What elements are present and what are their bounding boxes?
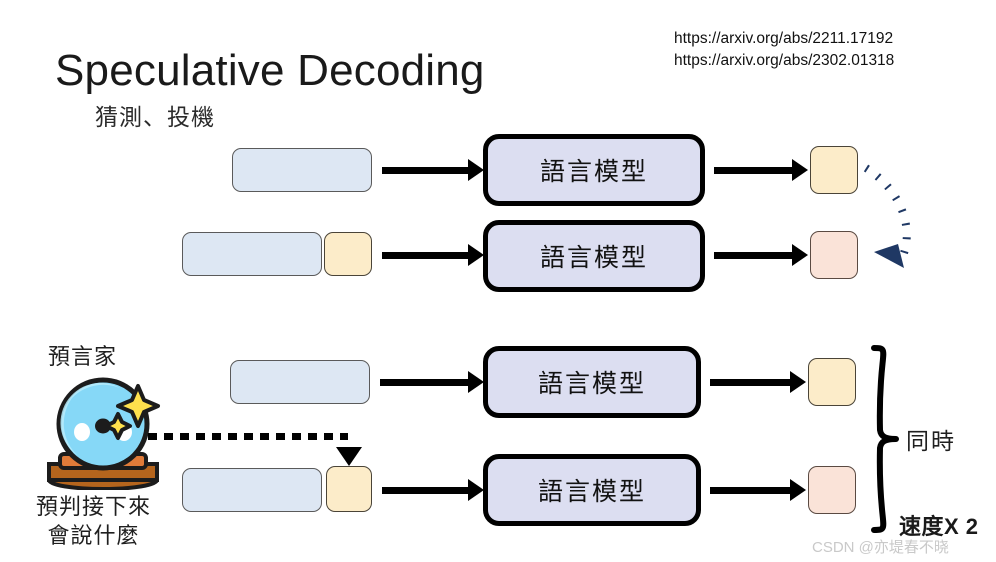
oracle-caption: 預判接下來 會說什麼 xyxy=(16,492,171,550)
language-model-label: 語言模型 xyxy=(537,478,646,506)
input-sequence-box-row2 xyxy=(182,232,322,276)
output-token-row3-yellow xyxy=(808,358,856,406)
input-token-row2-yellow xyxy=(324,232,372,276)
language-model-label: 語言模型 xyxy=(537,370,646,398)
input-sequence-box-row1 xyxy=(232,148,372,192)
reference-link-1[interactable]: https://arxiv.org/abs/2211.17192 xyxy=(674,30,894,47)
grouping-brace xyxy=(871,345,899,533)
input-token-row4-yellow xyxy=(326,466,372,512)
predictor-dotted-line xyxy=(148,433,348,440)
language-model-box-row3: 語言模型 xyxy=(483,346,701,418)
speedup-label: 速度X 2 xyxy=(899,514,979,539)
language-model-label: 語言模型 xyxy=(539,244,648,272)
reference-link-2[interactable]: https://arxiv.org/abs/2302.01318 xyxy=(674,52,895,70)
oracle-caption-line-1: 預判接下來 xyxy=(35,494,151,519)
feedback-dotted-arrow xyxy=(863,164,911,268)
input-sequence-box-row4 xyxy=(182,468,322,512)
language-model-box-row1: 語言模型 xyxy=(483,134,705,206)
oracle-caption-line-2: 會說什麼 xyxy=(47,523,140,549)
predictor-arrow-head xyxy=(336,447,362,466)
language-model-box-row4: 語言模型 xyxy=(483,454,701,526)
page-subtitle: 猜測、投機 xyxy=(95,104,215,130)
language-model-label: 語言模型 xyxy=(539,158,648,186)
page-title: Speculative Decoding xyxy=(55,46,485,95)
language-model-box-row2: 語言模型 xyxy=(483,220,705,292)
crystal-ball-icon xyxy=(47,377,160,490)
output-token-row2-pink xyxy=(810,231,858,279)
oracle-title: 預言家 xyxy=(48,344,118,369)
input-sequence-box-row3 xyxy=(230,360,370,404)
reference-links: https://arxiv.org/abs/2211.17192 https:/… xyxy=(674,28,894,73)
output-token-row1-yellow xyxy=(810,146,858,194)
output-token-row4-pink xyxy=(808,466,856,514)
same-time-label: 同時 xyxy=(906,428,956,454)
csdn-watermark: CSDN @亦堤春不晓 xyxy=(812,539,949,556)
